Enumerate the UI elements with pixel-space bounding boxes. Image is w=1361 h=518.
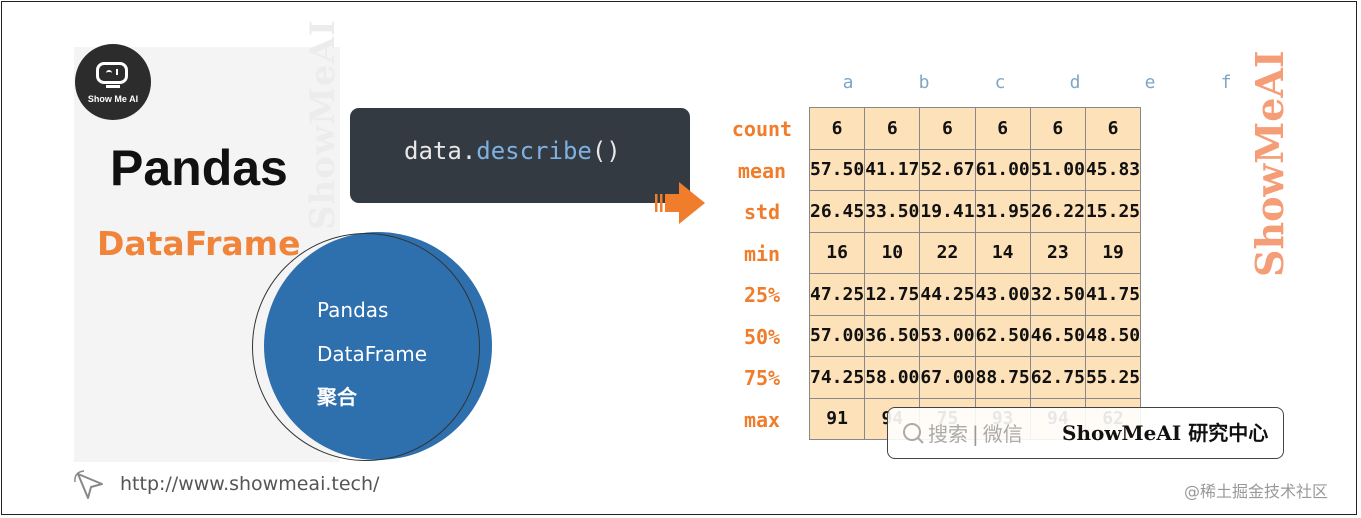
table-cell: 12.75 [864,273,921,316]
table-cell: 61.00 [974,148,1031,191]
table-cell: 23 [1029,231,1086,274]
search-icon [903,423,924,444]
code-text: data.describe() [404,134,621,168]
page-subtitle: DataFrame [97,224,301,263]
search-channel: 微信 [982,422,1023,446]
arrow-right-icon [655,182,705,224]
table-cell: 6 [1029,107,1086,150]
table-row: 74.25 58.00 67.00 88.75 62.75 55.25 [808,356,1142,399]
table-cell: 62.75 [1029,356,1086,399]
table-row: 57.50 41.17 52.67 61.00 51.00 45.83 [808,148,1142,191]
logo-stand [106,85,120,88]
table-row: 26.45 33.50 19.41 31.95 26.22 15.25 [808,190,1142,233]
table-cell: 46.50 [1029,314,1086,357]
stats-grid: 6 6 6 6 6 6 57.50 41.17 52.67 61.00 51.0… [808,107,1142,440]
code-block: data.describe() [350,108,690,203]
right-watermark: ShowMeAI [1247,50,1292,278]
table-cell: 16 [808,231,866,274]
credit-watermark: @稀土掘金技术社区 [1184,482,1329,501]
table-cell: 44.25 [919,273,976,316]
table-cell: 26.22 [1029,190,1086,233]
code-method: describe [476,137,592,165]
table-cell: 6 [864,107,921,150]
table-cell: 19 [1084,231,1142,274]
circle-line-2: DataFrame [317,342,428,366]
circle-line-1: Pandas [317,298,389,322]
showmeai-logo: Show Me AI [75,44,151,120]
code-object: data. [404,137,477,165]
row-label-25: 25% [743,283,781,307]
row-label-min: min [743,242,781,266]
table-row: 6 6 6 6 6 6 [808,107,1142,150]
topic-circle-outline [252,233,480,461]
column-header-c: c [994,72,1006,93]
table-row: 57.00 36.50 53.00 62.50 46.50 48.50 [808,314,1142,357]
row-label-count: count [731,117,793,141]
table-cell: 57.00 [808,314,866,357]
table-cell: 15.25 [1084,190,1142,233]
table-cell: 32.50 [1029,273,1086,316]
table-row: 47.25 12.75 44.25 43.00 32.50 41.75 [808,273,1142,316]
logo-text: Show Me AI [87,94,139,104]
table-cell: 45.83 [1084,148,1142,191]
table-cell: 36.50 [864,314,921,357]
table-cell: 91 [808,397,866,440]
table-cell: 6 [1084,107,1142,150]
table-cell: 53.00 [919,314,976,357]
column-header-e: e [1144,72,1156,93]
table-cell: 41.75 [1084,273,1142,316]
table-cell: 22 [919,231,976,274]
table-cell: 55.25 [1084,356,1142,399]
table-cell: 31.95 [974,190,1031,233]
column-header-d: d [1069,72,1081,93]
row-label-mean: mean [737,159,787,183]
search-hint: 搜索|微信 [928,421,1023,447]
table-cell: 14 [974,231,1031,274]
circle-line-3: 聚合 [317,385,357,409]
row-label-std: std [743,200,781,224]
code-parens: () [591,137,621,165]
row-label-50: 50% [743,325,781,349]
table-cell: 48.50 [1084,314,1142,357]
column-header-b: b [918,72,930,93]
search-label: 搜索 [928,422,968,446]
table-cell: 74.25 [808,356,866,399]
table-cell: 6 [919,107,976,150]
table-cell: 41.17 [864,148,921,191]
table-cell: 67.00 [919,356,976,399]
table-cell: 43.00 [974,273,1031,316]
table-cell: 10 [864,231,921,274]
table-cell: 26.45 [808,190,866,233]
column-header-a: a [842,72,854,93]
table-cell: 47.25 [808,273,866,316]
column-header-f: f [1220,72,1232,93]
website-link[interactable]: http://www.showmeai.tech/ [120,473,380,495]
table-cell: 88.75 [974,356,1031,399]
table-cell: 19.41 [919,190,976,233]
search-separator: | [972,422,979,446]
table-cell: 33.50 [864,190,921,233]
row-label-75: 75% [743,366,781,390]
table-cell: 52.67 [919,148,976,191]
table-row: 16 10 22 14 23 19 [808,231,1142,274]
table-cell: 6 [808,107,866,150]
robot-face-icon [96,62,128,84]
left-watermark: ShowMeAI [303,19,343,230]
cursor-pointer-icon [74,470,103,499]
table-cell: 57.50 [808,148,866,191]
wechat-search-box[interactable]: 搜索|微信 ShowMeAI 研究中心 [887,407,1284,459]
table-cell: 6 [974,107,1031,150]
row-label-max: max [743,408,781,432]
table-cell: 51.00 [1029,148,1086,191]
table-cell: 62.50 [974,314,1031,357]
search-brand: ShowMeAI 研究中心 [1062,421,1269,445]
page-title: Pandas [110,140,288,196]
table-cell: 58.00 [864,356,921,399]
